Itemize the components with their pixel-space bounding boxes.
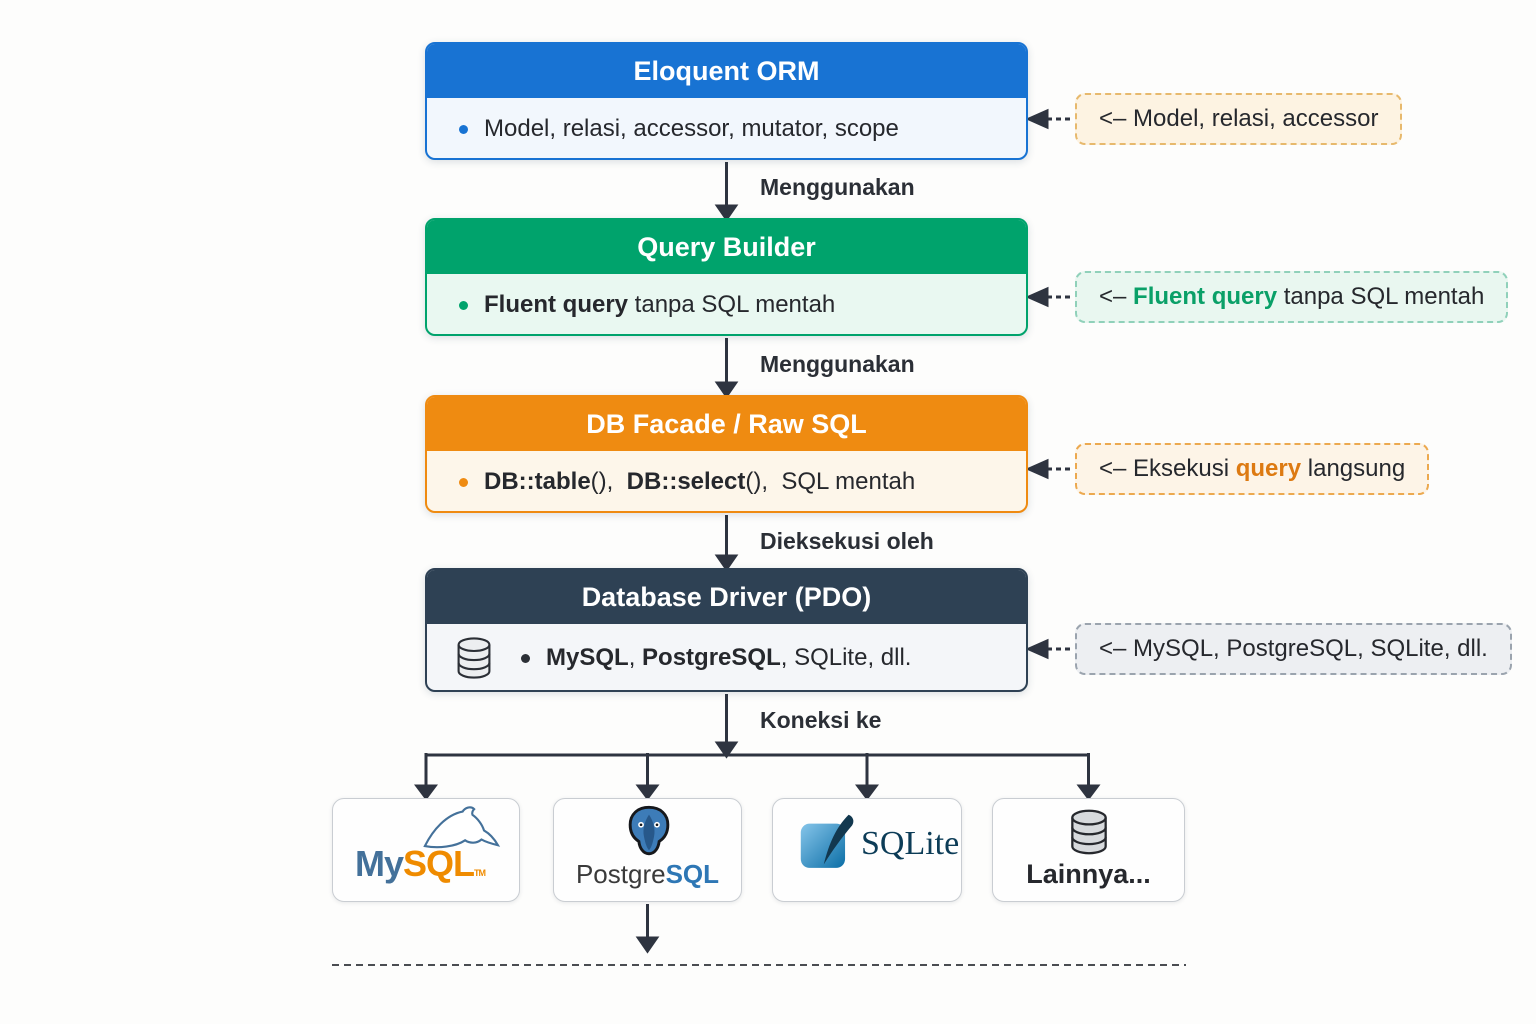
layer-box-query-builder: Query Builder Fluent query tanpa SQL men… <box>425 218 1028 336</box>
layer-body: Fluent query tanpa SQL mentah <box>427 274 1026 334</box>
layer-body: Model, relasi, accessor, mutator, scope <box>427 98 1026 158</box>
arrow-left-icon <box>1025 638 1049 660</box>
card-postgresql: PostgreSQL <box>553 798 742 902</box>
layer-title: Database Driver (PDO) <box>427 570 1026 624</box>
layer-body: MySQL, PostgreSQL, SQLite, dll. <box>427 624 1026 690</box>
mysql-wordmark: MySQLTM <box>355 843 486 885</box>
arrow-left-icon <box>1025 458 1049 480</box>
annotation-query-builder: <– Fluent query tanpa SQL mentah <box>1075 271 1509 323</box>
card-mysql: MySQLTM <box>332 798 520 902</box>
arrow-left-icon <box>1025 108 1049 130</box>
layer-body-text: MySQL, PostgreSQL, SQLite, dll. <box>546 644 912 671</box>
postgresql-elephant-icon <box>628 805 670 856</box>
flow-label-koneksi-ke: Koneksi ke <box>760 707 882 733</box>
layer-title: Query Builder <box>427 220 1026 274</box>
annotation-drivers: <– MySQL, PostgreSQL, SQLite, dll. <box>1075 623 1512 675</box>
mysql-dolphin-icon <box>423 806 501 849</box>
annotation-db-facade: <– Eksekusi query langsung <box>1075 443 1430 495</box>
database-icon <box>457 637 491 679</box>
card-sqlite: SQLite <box>772 798 962 902</box>
annotation-eloquent: <– Model, relasi, accessor <box>1075 93 1403 145</box>
database-icon <box>1071 809 1107 855</box>
bullet-icon <box>459 124 468 134</box>
flow-label-menggunakan-1: Menggunakan <box>760 174 915 200</box>
postgresql-word-sql: SQL <box>665 859 720 889</box>
bullet-icon <box>459 477 468 487</box>
mysql-tm: TM <box>474 868 486 878</box>
bullet-icon <box>521 653 530 663</box>
layer-box-database-driver: Database Driver (PDO) MySQL, PostgreSQL,… <box>425 568 1028 692</box>
bullet-icon <box>459 300 468 310</box>
postgresql-wordmark: PostgreSQL <box>554 859 741 890</box>
layer-title: DB Facade / Raw SQL <box>427 397 1026 451</box>
flow-label-dieksekusi-oleh: Dieksekusi oleh <box>760 528 934 554</box>
lainnya-label: Lainnya... <box>1026 859 1151 889</box>
card-lainnya: Lainnya... <box>992 798 1185 902</box>
mysql-word-sql: SQL <box>403 843 475 884</box>
sqlite-wordmark: SQLite <box>861 825 960 862</box>
flow-label-menggunakan-2: Menggunakan <box>760 351 915 377</box>
layer-title: Eloquent ORM <box>427 44 1026 98</box>
layer-body-text: DB::table(), DB::select(), SQL mentah <box>484 468 916 495</box>
layer-body: DB::table(), DB::select(), SQL mentah <box>427 451 1026 511</box>
arrow-left-icon <box>1025 286 1049 308</box>
layer-box-db-facade: DB Facade / Raw SQL DB::table(), DB::sel… <box>425 395 1028 513</box>
postgresql-word-pre: Postgre <box>575 859 666 889</box>
layer-body-text: Fluent query tanpa SQL mentah <box>484 291 836 318</box>
layer-body-text: Model, relasi, accessor, mutator, scope <box>484 115 899 142</box>
layer-box-eloquent-orm: Eloquent ORM Model, relasi, accessor, mu… <box>425 42 1028 160</box>
mysql-word-pre: My <box>355 843 404 884</box>
sqlite-feather-icon <box>800 814 854 868</box>
